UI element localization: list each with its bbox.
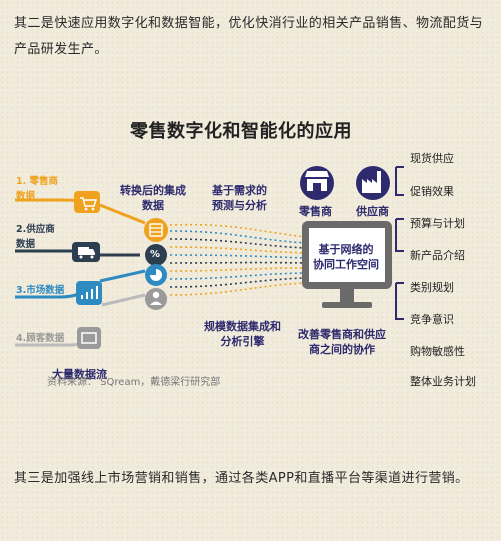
label-forecast: 基于需求的 预测与分析 [212, 183, 267, 213]
label-data-stream: 大量数据流 [52, 368, 107, 381]
label-engine: 规模数据集成和 分析引擎 [204, 319, 281, 349]
label-improve-line1: 改善零售商和供应 [298, 328, 386, 341]
person-icon [145, 288, 167, 310]
bundle-blue [99, 269, 146, 283]
infographic: 零售数字化和智能化的应用 1. 零售商 数据 2.供应商 数据 3.市场数据 4… [0, 105, 501, 425]
right-list-item: 购物敏感性 [410, 345, 465, 358]
store-icon [300, 166, 334, 200]
percent-symbol: % [150, 249, 161, 260]
bundle-grey [101, 293, 146, 307]
source-label-supplier-line1: 2.供应商 [16, 224, 55, 235]
infographic-graphics [15, 166, 404, 349]
label-forecast-line2: 预测与分析 [212, 199, 267, 212]
source-label-supplier-line2: 数据 [16, 239, 36, 250]
percent-icon-bg [145, 244, 167, 266]
label-supplier: 供应商 [356, 205, 389, 218]
source-label-market: 3.市场数据 [16, 283, 64, 298]
source-label-customer-line1: 4.顾客数据 [16, 333, 65, 344]
right-list-item: 竞争意识 [410, 313, 454, 326]
source-label-market-line1: 3.市场数据 [16, 285, 65, 296]
label-converted-line2: 数据 [142, 199, 164, 212]
cart-icon [74, 191, 100, 213]
factory-icon [356, 166, 390, 200]
label-engine-line1: 规模数据集成和 [204, 320, 281, 333]
label-converted-data: 转换后的集成 数据 [120, 183, 186, 213]
source-label-retailer-line2: 数据 [16, 191, 36, 202]
right-list-item: 促销效果 [410, 185, 454, 198]
truck-icon [72, 242, 100, 262]
chart-growth-icon [76, 281, 102, 305]
source-note: 资料来源： SQream，戴德梁行研究部 [47, 377, 221, 388]
source-label-retailer: 1. 零售商 数据 [16, 174, 58, 204]
right-list-item: 类别规划 [410, 281, 454, 294]
source-label-customer: 4.顾客数据 [16, 331, 64, 346]
monitor-small-icon [77, 327, 101, 349]
label-monitor-line2: 协同工作空间 [313, 258, 379, 271]
right-list-item: 现货供应 [410, 152, 454, 165]
infographic-title: 零售数字化和智能化的应用 [130, 121, 352, 142]
label-improve: 改善零售商和供应 商之间的协作 [298, 327, 386, 357]
right-list-item: 整体业务计划 [410, 375, 476, 388]
database-icon [144, 218, 168, 242]
label-retailer: 零售商 [299, 205, 332, 218]
paragraph-1: 其二是快速应用数字化和数据智能，优化快消行业的相关产品销售、物流配货与产品研发生… [14, 16, 484, 57]
dotted-streams [169, 223, 306, 296]
right-list-item: 新产品介绍 [410, 249, 465, 262]
label-engine-line2: 分析引擎 [220, 335, 265, 348]
pie-chart-icon [145, 264, 167, 286]
right-list-item: 预算与计划 [410, 217, 465, 230]
paragraph-2: 其三是加强线上市场营销和销售，通过各类APP和直播平台等渠道进行营销。 [14, 471, 469, 486]
monitor-icon [302, 221, 392, 308]
source-label-supplier: 2.供应商 数据 [16, 222, 55, 252]
bundle-orange [99, 203, 146, 225]
label-converted-line1: 转换后的集成 [120, 184, 186, 197]
list-brackets [395, 166, 404, 320]
label-monitor-line1: 基于网络的 [318, 243, 374, 256]
label-forecast-line1: 基于需求的 [212, 184, 267, 197]
label-improve-line2: 商之间的协作 [309, 343, 375, 356]
source-label-retailer-line1: 1. 零售商 [16, 176, 59, 187]
label-monitor: 基于网络的 协同工作空间 [313, 242, 379, 272]
